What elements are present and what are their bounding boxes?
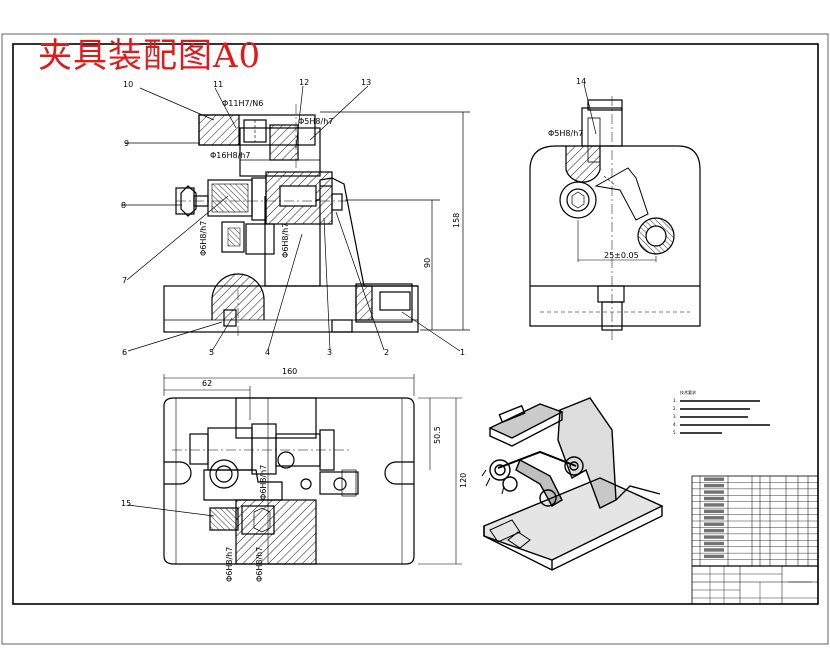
- callout-14: 14: [576, 77, 586, 86]
- drawing-title: 夹具装配图A0: [38, 36, 262, 76]
- dimension-25: 25±0.05: [604, 251, 639, 260]
- fit-label: Φ6H8/h7: [225, 547, 234, 582]
- tech-note-line: 2.: [673, 406, 677, 411]
- callout-4: 4: [265, 348, 270, 357]
- parts-list-entry: [704, 554, 724, 559]
- dimension-120: 120: [459, 473, 468, 488]
- tech-note-line: 3.: [673, 414, 677, 419]
- tech-note-line: 5.: [673, 430, 677, 435]
- front-view-labels: 10 11 12 13 9 8 7 6 5 4 3 2 1 Φ11H7/N6 Φ…: [121, 78, 465, 357]
- fit-label: Φ6H8/h7: [199, 221, 208, 256]
- tech-notes-heading: 技术要求: [680, 389, 696, 395]
- callout-2: 2: [384, 348, 389, 357]
- parts-list-entry: [704, 528, 724, 533]
- fit-label: Φ6H8/h7: [255, 547, 264, 582]
- callout-5: 5: [209, 348, 214, 357]
- parts-list-entry: [704, 509, 724, 514]
- technical-notes: 技术要求 1. 2. 3. 4. 5.: [673, 389, 770, 435]
- inner-frame: [12, 43, 819, 605]
- dimension-62: 62: [202, 379, 212, 388]
- callout-13: 13: [361, 78, 371, 87]
- title-block: [691, 475, 819, 605]
- callout-12: 12: [299, 78, 309, 87]
- callout-6: 6: [122, 348, 127, 357]
- dimension-90: 90: [423, 258, 432, 268]
- fit-label: Φ5H8/h7: [548, 129, 583, 138]
- callout-1: 1: [460, 348, 465, 357]
- dimension-50-5: 50.5: [433, 426, 442, 444]
- fit-label: Φ11H7/N6: [222, 99, 263, 108]
- fit-label: Φ16H8/h7: [210, 151, 250, 160]
- parts-list-entry: [704, 516, 724, 520]
- callout-15: 15: [121, 499, 131, 508]
- parts-list-entry: [704, 541, 724, 546]
- top-view: [163, 374, 462, 565]
- tech-note-line: 4.: [673, 422, 677, 427]
- parts-list-entry: [704, 483, 724, 488]
- callout-9: 9: [124, 139, 129, 148]
- top-view-labels: 15 Φ6H8/h7 Φ6H8/h7 Φ6H8/h7 160 62 50.5 1…: [121, 367, 468, 582]
- parts-list-entry: [704, 490, 724, 494]
- tech-note-line: 1.: [673, 398, 677, 403]
- parts-list-entry: [704, 535, 724, 539]
- callout-10: 10: [123, 80, 133, 89]
- parts-list-entry: [704, 503, 724, 507]
- front-view-leaders: [121, 85, 470, 352]
- side-view-labels: 14 Φ5H8/h7 25±0.05: [548, 77, 639, 260]
- callout-11: 11: [213, 80, 223, 89]
- callout-8: 8: [121, 201, 126, 210]
- parts-list-entry: [704, 522, 724, 526]
- parts-list-rows: [692, 477, 818, 560]
- isometric-view: [481, 397, 664, 571]
- callout-3: 3: [327, 348, 332, 357]
- parts-list-entry: [704, 496, 724, 501]
- dimension-158: 158: [452, 213, 461, 228]
- fit-label: Φ6H8/h7: [259, 465, 268, 500]
- parts-list-entry: [704, 477, 724, 481]
- dimension-160: 160: [282, 367, 297, 376]
- outer-border: [1, 33, 829, 645]
- front-view: [163, 104, 419, 336]
- fit-label: Φ5H8/h7: [298, 117, 333, 126]
- side-view: [529, 96, 701, 340]
- parts-list-entry: [704, 548, 724, 552]
- fit-label: Φ6H8/h7: [281, 223, 290, 258]
- callout-7: 7: [122, 276, 127, 285]
